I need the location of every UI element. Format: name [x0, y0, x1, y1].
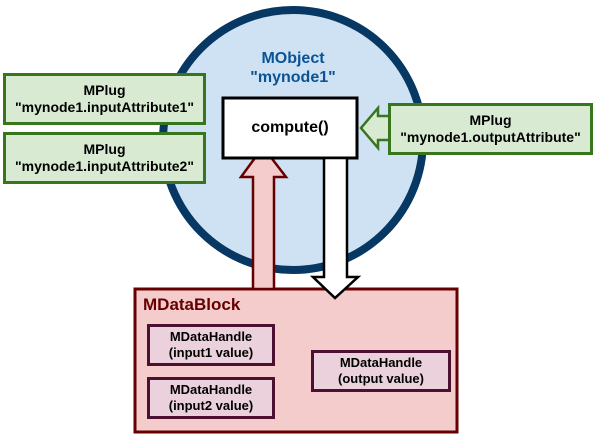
mobject-label: MObject "mynode1"	[233, 49, 353, 87]
datahandle-input2: MDataHandle (input2 value)	[147, 377, 275, 419]
mobject-name: "mynode1"	[250, 69, 336, 87]
plug-output-attribute: MPlug "mynode1.outputAttribute"	[388, 103, 593, 155]
handle-desc: (output value)	[338, 371, 424, 386]
handle-title: MDataHandle	[169, 328, 253, 344]
datahandle-input1: MDataHandle (input1 value)	[147, 324, 275, 366]
plug-input-attribute-1: MPlug "mynode1.inputAttribute1"	[3, 73, 206, 125]
plug-name: "mynode1.inputAttribute1"	[15, 99, 194, 115]
up-arrow	[238, 144, 289, 291]
datablock-title: MDataBlock	[143, 295, 241, 314]
plug-name: "mynode1.outputAttribute"	[400, 129, 581, 145]
handle-desc: (input2 value)	[168, 398, 254, 413]
down-arrow	[309, 156, 362, 300]
mobject-type: MObject	[261, 50, 325, 67]
handle-title: MDataHandle	[169, 381, 253, 397]
plug-name: "mynode1.inputAttribute2"	[15, 158, 194, 174]
plug-title: MPlug	[469, 111, 512, 128]
compute-label: compute()	[251, 119, 329, 136]
plug-title: MPlug	[83, 140, 126, 157]
plug-input-attribute-2: MPlug "mynode1.inputAttribute2"	[3, 132, 206, 184]
handle-desc: (input1 value)	[168, 345, 254, 360]
compute-box	[221, 96, 359, 160]
plug-title: MPlug	[83, 81, 126, 98]
datahandle-output: MDataHandle (output value)	[311, 350, 451, 392]
handle-title: MDataHandle	[339, 354, 423, 370]
